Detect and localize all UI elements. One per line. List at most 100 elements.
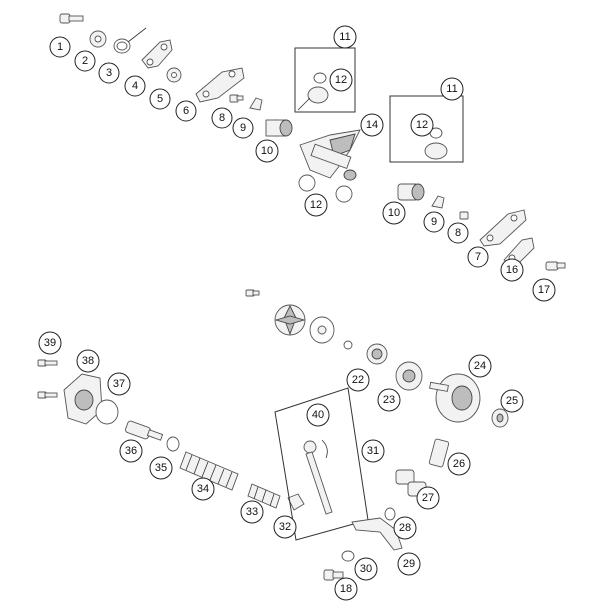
callout-32: 32: [273, 515, 297, 539]
callout-3: 3: [98, 62, 120, 84]
callouts: 1 2 3 4 5 6 8 9 10 11 12 14 11 12 12 10 …: [38, 25, 556, 601]
callout-18: 18: [334, 577, 358, 601]
part-bushing-10a: [265, 119, 293, 137]
svg-text:32: 32: [279, 521, 291, 533]
part-ring-12c-b: [335, 185, 353, 203]
svg-text:10: 10: [388, 207, 400, 219]
part-shaft-36: [125, 420, 164, 441]
callout-7: 7: [467, 246, 489, 268]
part-washer-5: [166, 67, 182, 83]
part-spring-34: [179, 451, 239, 491]
part-gear-24: [429, 373, 481, 423]
part-disc: [309, 316, 335, 344]
svg-text:18: 18: [340, 583, 352, 595]
svg-text:38: 38: [82, 355, 94, 367]
svg-text:5: 5: [157, 93, 163, 105]
svg-text:16: 16: [506, 264, 518, 276]
svg-text:40: 40: [312, 409, 324, 421]
svg-text:28: 28: [399, 522, 411, 534]
svg-text:8: 8: [219, 112, 225, 124]
callout-29: 29: [397, 552, 421, 576]
part-bracket-6: [195, 67, 245, 103]
part-spring-33: [247, 483, 281, 509]
inset-box-11b: [389, 95, 464, 163]
part-26: [428, 438, 450, 468]
svg-text:39: 39: [44, 337, 56, 349]
callout-14: 14: [360, 113, 384, 137]
callout-11a: 11: [333, 25, 357, 49]
callout-23: 23: [377, 388, 401, 412]
callout-22: 22: [346, 368, 370, 392]
callout-27: 27: [416, 486, 440, 510]
part-bolt-top: [245, 289, 260, 297]
callout-26: 26: [447, 452, 471, 476]
part-bolt-8b: [459, 211, 469, 220]
callout-9b: 9: [423, 211, 445, 233]
part-washer-30: [341, 550, 355, 562]
callout-35: 35: [149, 456, 173, 480]
part-lever-29: [351, 517, 403, 551]
lower-assembly-parts: [37, 289, 509, 581]
svg-text:11: 11: [339, 31, 350, 43]
part-washer-2: [89, 30, 107, 48]
part-clip-9b: [431, 195, 445, 209]
part-bolt-8a: [229, 94, 244, 103]
callout-10a: 10: [255, 139, 279, 163]
svg-text:33: 33: [246, 506, 258, 518]
svg-text:31: 31: [367, 445, 379, 457]
part-bolt-18: [323, 569, 344, 581]
callout-31: 31: [361, 439, 385, 463]
svg-text:1: 1: [57, 41, 63, 53]
svg-text:7: 7: [475, 251, 481, 263]
svg-text:3: 3: [106, 67, 112, 79]
svg-text:12: 12: [416, 119, 428, 131]
callout-10b: 10: [382, 201, 406, 225]
callout-30: 30: [354, 557, 378, 581]
part-bearing-23: [395, 361, 423, 391]
callout-11b: 11: [440, 77, 464, 101]
part-32: [287, 493, 305, 511]
part-lever-4: [141, 39, 173, 69]
callout-8a: 8: [211, 107, 233, 129]
part-bolts-39: [37, 359, 58, 399]
svg-text:11: 11: [446, 83, 457, 95]
svg-text:14: 14: [366, 119, 378, 131]
inset-box-11a: [294, 47, 356, 113]
svg-text:9: 9: [431, 216, 437, 228]
callout-36: 36: [119, 439, 143, 463]
callout-33: 33: [240, 500, 264, 524]
svg-text:8: 8: [455, 227, 461, 239]
callout-4: 4: [124, 75, 146, 97]
upper-assembly-parts: [59, 13, 566, 271]
callout-38: 38: [76, 349, 100, 373]
part-oring-37: [95, 399, 119, 425]
svg-text:6: 6: [183, 105, 189, 117]
callout-5: 5: [149, 88, 171, 110]
part-spring-3: [113, 27, 147, 54]
svg-text:35: 35: [155, 462, 167, 474]
svg-text:12: 12: [335, 74, 347, 86]
callout-12c: 12: [304, 193, 328, 217]
callout-25: 25: [500, 389, 524, 413]
svg-text:24: 24: [474, 360, 486, 372]
svg-text:12: 12: [310, 199, 322, 211]
callout-6: 6: [175, 100, 197, 122]
part-ring-12c-a: [298, 174, 316, 192]
svg-text:37: 37: [113, 378, 125, 390]
part-clip-9a: [249, 97, 263, 111]
part-bracket-7: [479, 209, 527, 247]
callout-1: 1: [49, 36, 71, 58]
part-cover-38: [63, 373, 103, 425]
part-bolt-17: [545, 261, 566, 271]
callout-24: 24: [468, 354, 492, 378]
part-bolt-1: [59, 13, 84, 24]
callout-2: 2: [74, 50, 96, 72]
svg-text:9: 9: [240, 122, 246, 134]
part-washer-35: [166, 436, 180, 452]
callout-17: 17: [532, 278, 556, 302]
svg-text:26: 26: [453, 458, 465, 470]
svg-text:30: 30: [360, 563, 372, 575]
svg-text:10: 10: [261, 145, 273, 157]
callout-34: 34: [191, 477, 215, 501]
